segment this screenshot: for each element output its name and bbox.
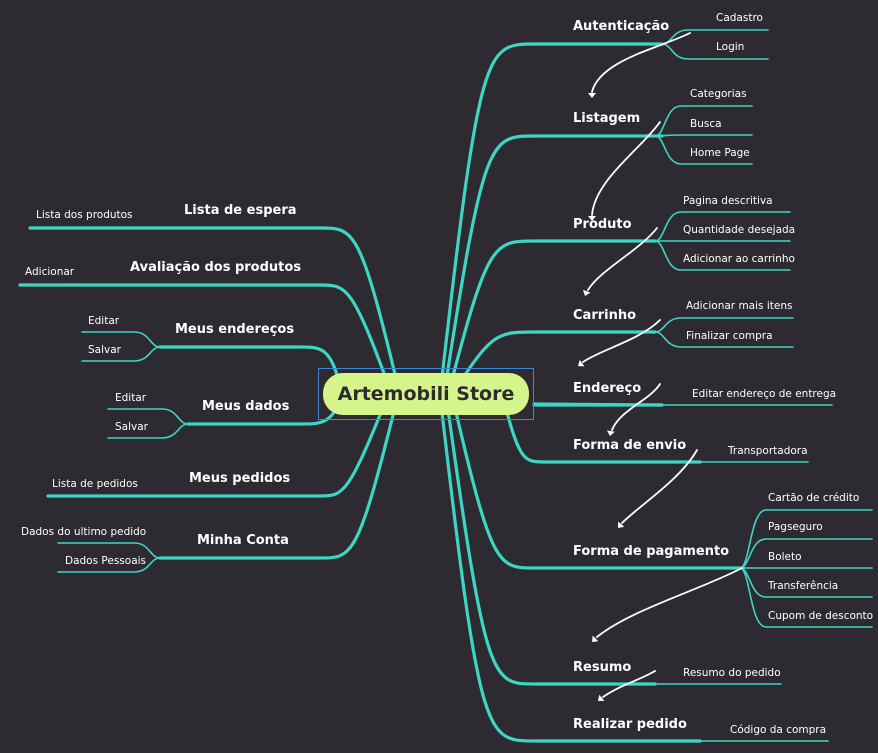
subtopic-boleto[interactable]: Boleto bbox=[768, 551, 802, 563]
subtopic-pagina-descritiva[interactable]: Pagina descritiva bbox=[683, 195, 773, 207]
topic-forma-de-envio[interactable]: Forma de envio bbox=[573, 438, 687, 453]
subtopic-connector bbox=[654, 331, 794, 348]
subtopic-connector bbox=[654, 135, 753, 165]
flow-arrow bbox=[582, 319, 661, 363]
subtopic-adicionar-ao-carrinho[interactable]: Adicionar ao carrinho bbox=[683, 253, 795, 265]
subtopic-connector bbox=[661, 43, 769, 60]
subtopic-cupom-de-desconto[interactable]: Cupom de desconto bbox=[768, 610, 874, 622]
topic-meus-enderecos[interactable]: Meus endereços bbox=[175, 322, 295, 337]
flow-arrowhead bbox=[582, 289, 591, 296]
branch-connector bbox=[442, 134, 664, 397]
branch-connector bbox=[438, 42, 664, 397]
subtopic-dados-do-ultimo-pedido[interactable]: Dados do ultimo pedido bbox=[21, 526, 147, 538]
subtopic-enderecos-editar[interactable]: Editar bbox=[88, 315, 120, 327]
subtopic-transportadora[interactable]: Transportadora bbox=[728, 445, 808, 457]
subtopic-connector bbox=[654, 134, 753, 137]
flow-arrow bbox=[602, 670, 656, 698]
flow-arrowhead bbox=[598, 694, 605, 701]
flow-arrowhead bbox=[578, 359, 585, 367]
subtopic-connector bbox=[654, 240, 791, 271]
subtopic-codigo-da-compra[interactable]: Código da compra bbox=[730, 724, 827, 736]
flow-arrow bbox=[591, 32, 691, 93]
subtopic-dados-editar[interactable]: Editar bbox=[115, 392, 147, 404]
flow-arrowhead bbox=[588, 216, 596, 221]
topic-resumo[interactable]: Resumo bbox=[573, 660, 632, 675]
branch-connector bbox=[28, 226, 402, 397]
subtopic-finalizar-compra[interactable]: Finalizar compra bbox=[686, 330, 773, 342]
subtopic-connector bbox=[81, 331, 161, 348]
branch-connector bbox=[503, 403, 702, 464]
subtopic-connector bbox=[57, 557, 161, 573]
topic-realizar-pedido[interactable]: Realizar pedido bbox=[573, 717, 687, 732]
subtopic-connector bbox=[739, 509, 873, 569]
flow-arrowhead bbox=[606, 430, 615, 436]
flow-arrowhead bbox=[592, 635, 599, 642]
branch-connector bbox=[46, 393, 390, 498]
subtopic-editar-endereco[interactable]: Editar endereço de entrega bbox=[692, 388, 837, 400]
subtopic-enderecos-salvar[interactable]: Salvar bbox=[88, 344, 121, 356]
subtopic-login[interactable]: Login bbox=[716, 41, 745, 53]
branch-connector bbox=[158, 393, 400, 560]
topic-autenticacao[interactable]: Autenticação bbox=[573, 19, 670, 34]
topic-produto[interactable]: Produto bbox=[573, 217, 632, 232]
subtopic-quantidade-desejada[interactable]: Quantidade desejada bbox=[683, 224, 796, 236]
subtopic-connector bbox=[739, 567, 873, 628]
subtopic-connector bbox=[57, 542, 161, 559]
subtopic-home-page[interactable]: Home Page bbox=[690, 147, 750, 159]
flow-arrow bbox=[591, 121, 661, 216]
subtopic-categorias[interactable]: Categorias bbox=[690, 88, 747, 100]
subtopic-lista-dos-produtos[interactable]: Lista dos produtos bbox=[36, 209, 133, 221]
subtopic-connector bbox=[739, 538, 873, 569]
topic-lista-de-espera[interactable]: Lista de espera bbox=[184, 203, 297, 218]
central-topic[interactable]: Artemobili Store bbox=[323, 373, 529, 415]
topic-meus-pedidos[interactable]: Meus pedidos bbox=[189, 471, 291, 486]
subtopic-adicionar-mais-itens[interactable]: Adicionar mais itens bbox=[686, 300, 793, 312]
subtopic-connector bbox=[107, 423, 189, 439]
topic-minha-conta[interactable]: Minha Conta bbox=[197, 533, 289, 548]
subtopic-connector bbox=[654, 317, 794, 333]
subtopic-adicionar[interactable]: Adicionar bbox=[25, 266, 75, 278]
branch-connector bbox=[446, 239, 657, 397]
branch-connector bbox=[158, 345, 344, 397]
branch-connector bbox=[438, 393, 702, 743]
flow-arrow bbox=[587, 227, 658, 291]
subtopic-connector bbox=[107, 408, 189, 425]
flow-arrowhead bbox=[618, 521, 625, 528]
flow-arrow bbox=[596, 567, 743, 638]
branch-connector bbox=[444, 393, 657, 686]
flow-arrowhead bbox=[588, 93, 596, 98]
central-topic-frame[interactable]: Artemobili Store bbox=[318, 368, 534, 420]
topic-meus-dados[interactable]: Meus dados bbox=[202, 399, 290, 414]
branch-connector bbox=[450, 393, 742, 570]
topic-listagem[interactable]: Listagem bbox=[573, 111, 641, 126]
flow-arrow bbox=[621, 449, 698, 524]
topic-avaliacao-dos-produtos[interactable]: Avaliação dos produtos bbox=[130, 260, 302, 275]
subtopic-connector bbox=[654, 105, 753, 137]
subtopic-busca[interactable]: Busca bbox=[690, 118, 722, 130]
flow-arrow bbox=[611, 383, 661, 431]
subtopic-resumo-do-pedido[interactable]: Resumo do pedido bbox=[683, 667, 781, 679]
subtopic-connector bbox=[654, 211, 791, 242]
subtopic-cadastro[interactable]: Cadastro bbox=[716, 12, 763, 24]
topic-carrinho[interactable]: Carrinho bbox=[573, 308, 637, 323]
topic-forma-de-pagamento[interactable]: Forma de pagamento bbox=[573, 544, 730, 559]
subtopic-dados-salvar[interactable]: Salvar bbox=[115, 421, 148, 433]
subtopic-connector bbox=[81, 346, 161, 362]
subtopic-pagseguro[interactable]: Pagseguro bbox=[768, 521, 823, 533]
branch-connector bbox=[18, 283, 394, 397]
subtopic-cartao-de-credito[interactable]: Cartão de crédito bbox=[768, 492, 860, 504]
branch-connector bbox=[532, 402, 664, 407]
topic-endereco[interactable]: Endereço bbox=[573, 381, 642, 396]
subtopic-transferencia[interactable]: Transferência bbox=[768, 580, 839, 592]
subtopic-lista-de-pedidos[interactable]: Lista de pedidos bbox=[52, 478, 138, 490]
subtopic-connector bbox=[661, 29, 769, 45]
subtopic-dados-pessoais[interactable]: Dados Pessoais bbox=[65, 555, 147, 567]
